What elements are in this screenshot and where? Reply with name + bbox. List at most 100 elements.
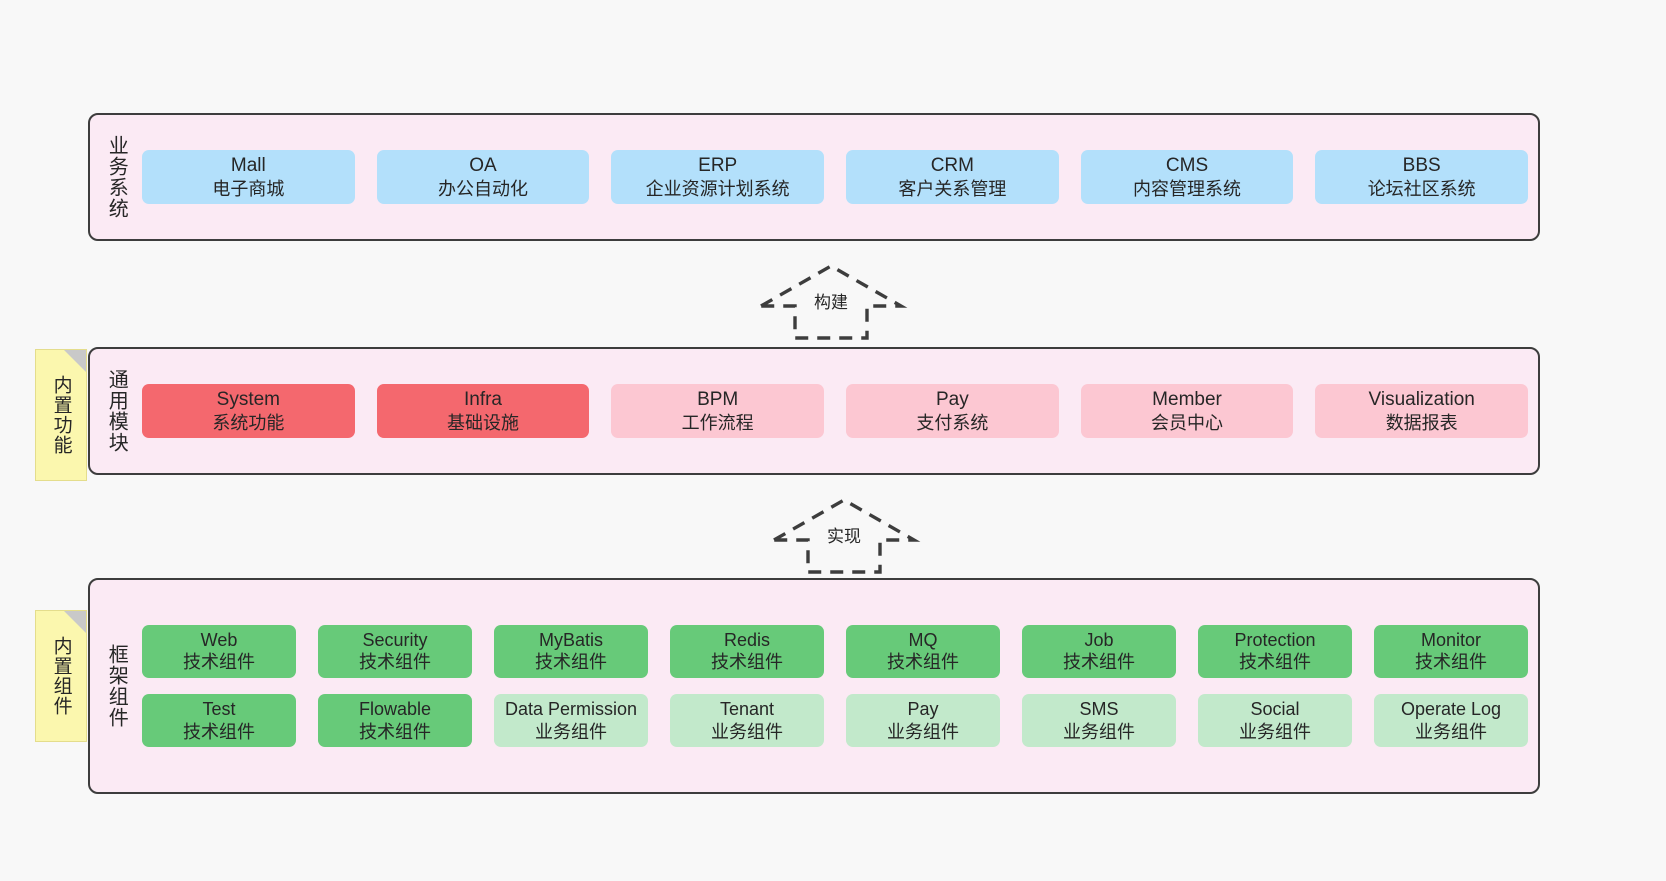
card-infra[interactable]: Infra 基础设施: [376, 383, 590, 439]
card-title-en: Flowable: [358, 699, 432, 719]
card-data-permission[interactable]: Data Permission 业务组件: [494, 694, 648, 748]
arrow-build: 构建: [754, 262, 908, 340]
card-title-cn: 技术组件: [535, 652, 607, 673]
layer-body-framework-components: Web 技术组件 Security 技术组件 MyBatis 技术组件 Redi…: [142, 580, 1538, 792]
card-pay[interactable]: Pay 支付系统: [846, 383, 1059, 439]
card-title-cn: 系统功能: [212, 412, 285, 433]
sticky-note-builtin-features: 内置功能: [35, 349, 87, 481]
card-title-cn: 支付系统: [916, 412, 989, 433]
arrow-build-icon: [754, 264, 908, 340]
card-mall[interactable]: Mall 电子商城: [142, 149, 355, 205]
card-title-en: CRM: [930, 154, 974, 176]
card-security[interactable]: Security 技术组件: [318, 624, 472, 678]
card-title-en: MyBatis: [538, 629, 603, 650]
card-protection[interactable]: Protection 技术组件: [1198, 624, 1352, 678]
card-oa[interactable]: OA 办公自动化: [376, 149, 590, 205]
card-visualization[interactable]: Visualization 数据报表: [1315, 383, 1529, 439]
card-monitor[interactable]: Monitor 技术组件: [1374, 624, 1528, 678]
card-title-cn: 业务组件: [1239, 721, 1311, 742]
card-title-cn: 业务组件: [1415, 721, 1487, 742]
card-member[interactable]: Member 会员中心: [1080, 383, 1294, 439]
card-pay-component[interactable]: Pay 业务组件: [846, 694, 1000, 748]
card-title-cn: 技术组件: [359, 652, 431, 673]
card-operate-log[interactable]: Operate Log 业务组件: [1374, 694, 1528, 748]
card-test[interactable]: Test 技术组件: [142, 694, 296, 748]
card-title-en: Social: [1250, 699, 1300, 719]
card-title-cn: 业务组件: [1063, 721, 1135, 742]
card-row: Web 技术组件 Security 技术组件 MyBatis 技术组件 Redi…: [142, 624, 1528, 678]
card-row: System 系统功能 Infra 基础设施 BPM 工作流程 Pay 支付系统…: [142, 383, 1529, 439]
card-title-en: Member: [1152, 388, 1222, 410]
layer-title-business-system: 业务系统: [105, 135, 128, 219]
layer-body-business-system: Mall 电子商城 OA 办公自动化 ERP 企业资源计划系统 CRM 客户关系…: [142, 115, 1538, 239]
card-row: Test 技术组件 Flowable 技术组件 Data Permission …: [142, 694, 1528, 748]
card-flowable[interactable]: Flowable 技术组件: [318, 694, 472, 748]
card-sms[interactable]: SMS 业务组件: [1022, 694, 1176, 748]
card-bpm[interactable]: BPM 工作流程: [611, 383, 825, 439]
card-title-cn: 业务组件: [711, 721, 783, 742]
card-crm[interactable]: CRM 客户关系管理: [846, 149, 1059, 205]
card-web[interactable]: Web 技术组件: [142, 624, 296, 678]
card-title-en: Data Permission: [504, 699, 638, 719]
card-title-cn: 内容管理系统: [1133, 178, 1242, 199]
card-title-en: Pay: [935, 388, 969, 410]
card-title-en: Visualization: [1368, 388, 1475, 410]
card-title-cn: 技术组件: [1063, 652, 1135, 673]
sticky-note-label: 内置组件: [50, 636, 72, 716]
layer-common-modules: 通用模块 System 系统功能 Infra 基础设施 BPM 工作流程 Pay…: [88, 347, 1540, 475]
card-title-cn: 基础设施: [447, 412, 519, 433]
card-title-en: Test: [202, 699, 236, 719]
card-mq[interactable]: MQ 技术组件: [846, 624, 1000, 678]
card-title-en: CMS: [1165, 154, 1209, 176]
card-erp[interactable]: ERP 企业资源计划系统: [611, 149, 825, 205]
card-title-en: MQ: [908, 629, 938, 650]
card-title-en: OA: [469, 154, 497, 176]
card-title-cn: 办公自动化: [438, 178, 528, 199]
card-title-en: SMS: [1079, 699, 1119, 719]
card-title-en: BPM: [697, 388, 739, 410]
card-redis[interactable]: Redis 技术组件: [670, 624, 824, 678]
card-cms[interactable]: CMS 内容管理系统: [1080, 149, 1294, 205]
arrow-implement: 实现: [767, 496, 921, 574]
card-title-cn: 企业资源计划系统: [645, 178, 790, 199]
card-title-cn: 论坛社区系统: [1367, 178, 1476, 199]
card-title-en: Security: [362, 629, 428, 650]
card-social[interactable]: Social 业务组件: [1198, 694, 1352, 748]
card-title-en: ERP: [698, 154, 738, 176]
card-title-cn: 技术组件: [359, 721, 431, 742]
card-title-en: Operate Log: [1400, 699, 1502, 719]
card-title-en: Mall: [230, 154, 266, 176]
card-title-cn: 技术组件: [1239, 652, 1311, 673]
card-row: Mall 电子商城 OA 办公自动化 ERP 企业资源计划系统 CRM 客户关系…: [142, 149, 1529, 205]
card-title-cn: 业务组件: [535, 721, 607, 742]
card-job[interactable]: Job 技术组件: [1022, 624, 1176, 678]
layer-business-system: 业务系统 Mall 电子商城 OA 办公自动化 ERP 企业资源计划系统 CRM…: [88, 113, 1540, 241]
card-tenant[interactable]: Tenant 业务组件: [670, 694, 824, 748]
card-title-cn: 业务组件: [887, 721, 959, 742]
card-title-en: Infra: [463, 388, 503, 410]
card-title-cn: 技术组件: [887, 652, 959, 673]
layer-title-framework-components: 框架组件: [105, 644, 128, 728]
card-title-en: Pay: [907, 699, 939, 719]
sticky-note-builtin-components: 内置组件: [35, 610, 87, 742]
arrow-build-label: 构建: [814, 293, 848, 312]
card-title-en: Redis: [723, 629, 771, 650]
card-system[interactable]: System 系统功能: [142, 383, 355, 439]
card-title-en: Monitor: [1420, 629, 1482, 650]
arrow-implement-icon: [767, 498, 921, 574]
card-title-cn: 工作流程: [681, 412, 754, 433]
arrow-implement-label: 实现: [827, 527, 861, 546]
card-title-en: Tenant: [719, 699, 775, 719]
layer-title-common-modules: 通用模块: [105, 369, 128, 453]
card-title-en: System: [216, 388, 281, 410]
card-bbs[interactable]: BBS 论坛社区系统: [1315, 149, 1529, 205]
card-mybatis[interactable]: MyBatis 技术组件: [494, 624, 648, 678]
card-title-cn: 数据报表: [1385, 412, 1458, 433]
layer-framework-components: 框架组件 Web 技术组件 Security 技术组件 MyBatis 技术组件…: [88, 578, 1540, 794]
card-title-cn: 技术组件: [711, 652, 783, 673]
card-title-en: Protection: [1234, 629, 1316, 650]
card-title-cn: 客户关系管理: [898, 178, 1007, 199]
card-title-cn: 电子商城: [212, 178, 285, 199]
card-title-cn: 技术组件: [183, 652, 255, 673]
